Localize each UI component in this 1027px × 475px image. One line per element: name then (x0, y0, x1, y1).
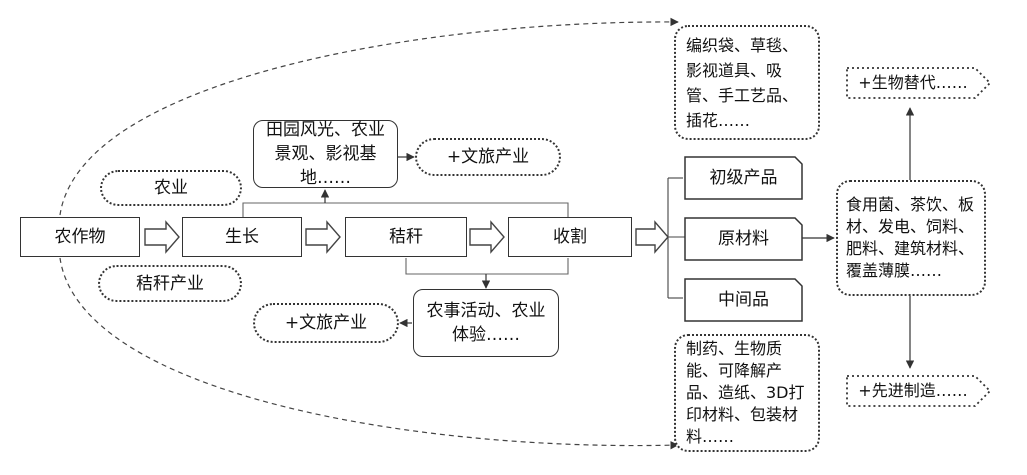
hollow-arrow-2 (305, 220, 341, 254)
agriculture-node: 农业 (100, 170, 242, 206)
bio-substitute-node: +生物替代…… (849, 68, 977, 98)
scenery-label: 田园风光、农业景观、影视基地…… (266, 120, 385, 188)
culture-tourism-bottom-node: +文旅产业 (253, 303, 399, 343)
flag-primary (684, 156, 803, 200)
farm-activity-node: 农事活动、农业体验…… (413, 289, 559, 357)
hollow-arrow-1 (144, 220, 180, 254)
intermediate-node: 中间品 (685, 279, 802, 321)
primary-product-node: 初级产品 (685, 157, 802, 199)
weaving-uses-node: 编织袋、草毯、影视道具、吸管、手工艺品、插花…… (674, 25, 820, 140)
raw-uses-label: 食用菌、茶饮、板材、发电、饲料、肥料、建筑材料、覆盖薄膜…… (846, 195, 975, 280)
growth-node: 生长 (182, 217, 302, 257)
crop-label: 农作物 (54, 227, 106, 247)
straw-industry-label: 秸秆产业 (136, 273, 204, 294)
advanced-mfg-label: +先进制造…… (858, 381, 968, 400)
pharma-uses-label: 制药、生物质能、可降解产品、造纸、3D打印材料、包装材料…… (686, 339, 805, 446)
straw-industry-node: 秸秆产业 (98, 265, 242, 302)
intermediate-label: 中间品 (718, 290, 769, 310)
flag-intermediate (684, 278, 803, 322)
advanced-mfg-node: +先进制造…… (849, 376, 977, 406)
flag-raw (684, 217, 803, 261)
weaving-uses-label: 编织袋、草毯、影视道具、吸管、手工艺品、插花…… (686, 35, 799, 130)
culture-tourism-top-node: +文旅产业 (415, 138, 561, 176)
culture-tourism-bottom-label: +文旅产业 (284, 313, 368, 333)
straw-node: 秸秆 (345, 217, 467, 257)
harvest-label: 收割 (553, 227, 587, 247)
growth-label: 生长 (225, 227, 259, 247)
pharma-uses-node: 制药、生物质能、可降解产品、造纸、3D打印材料、包装材料…… (674, 334, 820, 452)
bio-substitute-label: +生物替代…… (858, 73, 968, 92)
raw-material-node: 原材料 (685, 218, 802, 260)
straw-label: 秸秆 (389, 227, 423, 247)
raw-material-label: 原材料 (718, 229, 769, 249)
primary-product-label: 初级产品 (709, 168, 778, 188)
harvest-node: 收割 (508, 217, 632, 257)
tag-adv (846, 375, 992, 407)
hollow-arrow-3 (469, 220, 505, 254)
agriculture-label: 农业 (154, 178, 188, 198)
farm-activity-label: 农事活动、农业体验…… (426, 301, 546, 345)
scenery-node: 田园风光、农业景观、影视基地…… (253, 120, 398, 188)
tag-bio (846, 67, 992, 99)
raw-uses-node: 食用菌、茶饮、板材、发电、饲料、肥料、建筑材料、覆盖薄膜…… (836, 180, 986, 296)
culture-tourism-top-label: +文旅产业 (446, 147, 530, 167)
crop-node: 农作物 (20, 217, 140, 257)
hollow-arrow-4 (635, 220, 669, 254)
